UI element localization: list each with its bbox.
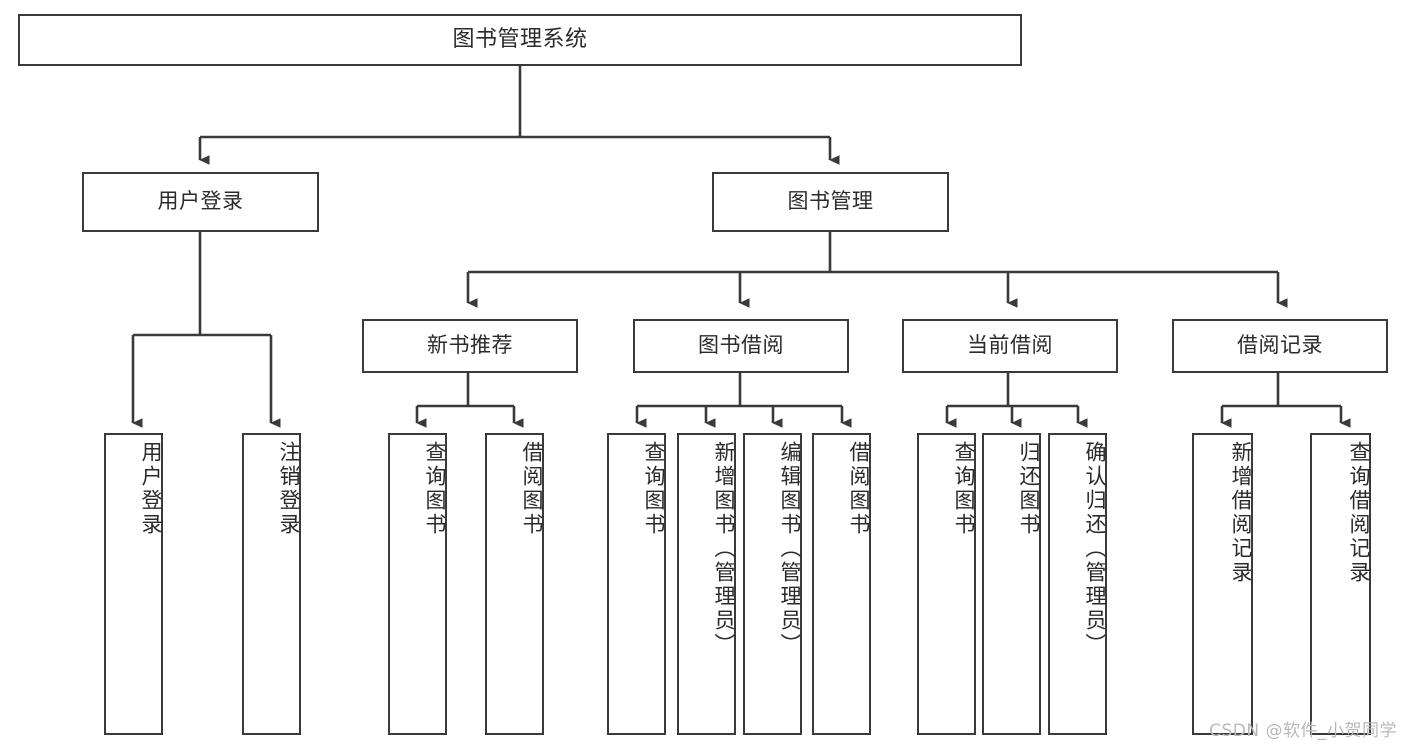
- node-label: 用户登录: [157, 189, 244, 214]
- node-label: 用户登录: [139, 441, 163, 537]
- node-label: 注销登录: [277, 441, 301, 537]
- node-label: 新增借阅记录: [1229, 441, 1253, 585]
- node-leaf-add-book[interactable]: 新增图书（管理员）: [677, 433, 736, 735]
- node-leaf-query-book-3[interactable]: 查询图书: [917, 433, 976, 735]
- node-leaf-query-book-1[interactable]: 查询图书: [388, 433, 447, 735]
- csdn-watermark: CSDN @软件_小贺同学: [1209, 721, 1397, 741]
- node-current-borrow[interactable]: 当前借阅: [902, 319, 1118, 373]
- node-label: 编辑图书（管理员）: [778, 441, 802, 657]
- node-label: 新增图书（管理员）: [712, 441, 736, 657]
- node-user-login[interactable]: 用户登录: [82, 172, 319, 232]
- node-label: 图书管理: [787, 189, 874, 214]
- node-leaf-user-login[interactable]: 用户登录: [104, 433, 163, 735]
- node-book-borrow[interactable]: 图书借阅: [633, 319, 849, 373]
- node-new-book-recommend[interactable]: 新书推荐: [362, 319, 578, 373]
- node-label: 查询图书: [642, 441, 666, 537]
- node-leaf-confirm-return[interactable]: 确认归还（管理员）: [1048, 433, 1107, 735]
- node-label: 图书借阅: [698, 333, 784, 358]
- node-label: 查询图书: [952, 441, 976, 537]
- node-label: 新书推荐: [427, 333, 513, 358]
- node-label: 借阅图书: [520, 441, 544, 537]
- node-leaf-borrow-book-2[interactable]: 借阅图书: [812, 433, 871, 735]
- node-book-management[interactable]: 图书管理: [712, 172, 949, 232]
- node-leaf-edit-book[interactable]: 编辑图书（管理员）: [743, 433, 802, 735]
- node-label: 借阅图书: [847, 441, 871, 537]
- node-label: 确认归还（管理员）: [1083, 441, 1107, 657]
- node-label: 借阅记录: [1237, 333, 1323, 358]
- node-label: 查询图书: [423, 441, 447, 537]
- node-label: 查询借阅记录: [1347, 441, 1371, 585]
- node-leaf-query-borrow-record[interactable]: 查询借阅记录: [1310, 433, 1371, 735]
- node-label: 归还图书: [1017, 441, 1041, 537]
- node-leaf-query-book-2[interactable]: 查询图书: [607, 433, 666, 735]
- node-root-book-management-system[interactable]: 图书管理系统: [18, 14, 1022, 66]
- node-label: 当前借阅: [967, 333, 1053, 358]
- node-label: 图书管理系统: [452, 26, 588, 52]
- node-leaf-borrow-book-1[interactable]: 借阅图书: [485, 433, 544, 735]
- node-leaf-return-book[interactable]: 归还图书: [982, 433, 1041, 735]
- node-leaf-add-borrow-record[interactable]: 新增借阅记录: [1192, 433, 1253, 735]
- node-leaf-logout-login[interactable]: 注销登录: [242, 433, 301, 735]
- node-borrow-record[interactable]: 借阅记录: [1172, 319, 1388, 373]
